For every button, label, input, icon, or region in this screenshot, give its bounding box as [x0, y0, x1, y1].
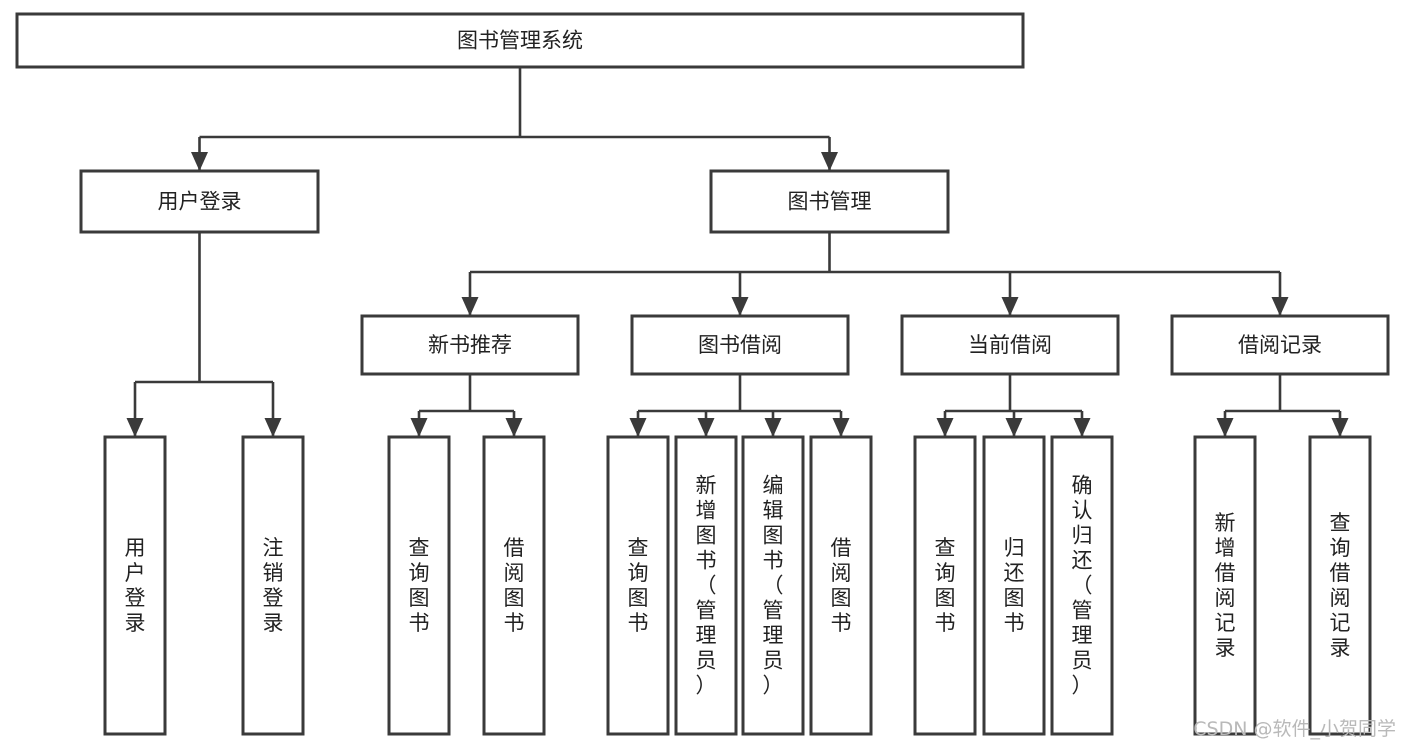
- node-box-book-management: [709, 169, 950, 234]
- node-box-new-book-recommend: [360, 314, 580, 376]
- node-book-borrow[interactable]: 图书借阅: [630, 314, 850, 376]
- arrow-head-icon: [1005, 418, 1023, 437]
- node-label-user-login: 用户登录: [158, 190, 242, 214]
- node-label-leaf-query-book-borrow: 查询图书: [628, 536, 649, 635]
- arrow-head-icon: [629, 418, 647, 437]
- connectors-layer: [126, 67, 1349, 437]
- node-leaf-confirm-return-admin[interactable]: 确认归还（管理员）: [1050, 435, 1114, 736]
- node-leaf-borrow-book-rec[interactable]: 借阅图书: [482, 435, 546, 736]
- arrow-head-icon: [731, 297, 749, 316]
- node-box-book-borrow: [630, 314, 850, 376]
- node-leaf-query-book-current[interactable]: 查询图书: [913, 435, 977, 736]
- node-label-leaf-query-borrow-record: 查询借阅记录: [1330, 511, 1351, 660]
- nodes-layer: 图书管理系统用户登录图书管理新书推荐图书借阅当前借阅借阅记录用户登录注销登录查询…: [15, 12, 1390, 736]
- arrow-head-icon: [1271, 297, 1289, 316]
- node-leaf-borrow-book[interactable]: 借阅图书: [809, 435, 873, 736]
- node-box-leaf-query-book-current: [913, 435, 977, 736]
- node-box-leaf-user-login: [103, 435, 167, 736]
- node-box-root: [15, 12, 1025, 69]
- arrow-head-icon: [1001, 297, 1019, 316]
- arrow-head-icon: [821, 152, 838, 171]
- arrow-head-icon: [832, 418, 850, 437]
- node-book-management[interactable]: 图书管理: [709, 169, 950, 234]
- node-label-leaf-user-logout: 注销登录: [263, 536, 284, 635]
- node-leaf-user-login[interactable]: 用户登录: [103, 435, 167, 736]
- csdn-watermark: CSDN @软件_小贺同学: [1193, 718, 1396, 740]
- arrow-head-icon: [697, 418, 715, 437]
- node-leaf-edit-book-admin[interactable]: 编辑图书（管理员）: [741, 435, 805, 736]
- arrow-head-icon: [764, 418, 782, 437]
- arrow-head-icon: [461, 297, 479, 316]
- node-new-book-recommend[interactable]: 新书推荐: [360, 314, 580, 376]
- node-box-leaf-add-borrow-record: [1193, 435, 1257, 736]
- node-label-leaf-return-book: 归还图书: [1004, 536, 1025, 635]
- node-label-leaf-edit-book-admin: 编辑图书（管理员）: [763, 474, 784, 698]
- node-label-leaf-borrow-book-rec: 借阅图书: [504, 536, 525, 635]
- arrow-head-icon: [126, 418, 144, 437]
- node-box-leaf-query-book-borrow: [606, 435, 670, 736]
- node-leaf-query-borrow-record[interactable]: 查询借阅记录: [1308, 435, 1372, 736]
- node-leaf-return-book[interactable]: 归还图书: [982, 435, 1046, 736]
- node-box-leaf-confirm-return-admin: [1050, 435, 1114, 736]
- arrow-head-icon: [936, 418, 954, 437]
- node-box-leaf-return-book: [982, 435, 1046, 736]
- node-label-leaf-user-login: 用户登录: [125, 536, 146, 635]
- node-box-leaf-borrow-book: [809, 435, 873, 736]
- node-box-leaf-borrow-book-rec: [482, 435, 546, 736]
- node-box-current-borrow: [900, 314, 1120, 376]
- node-label-book-management: 图书管理: [788, 190, 872, 214]
- node-box-leaf-add-book-admin: [674, 435, 738, 736]
- node-current-borrow[interactable]: 当前借阅: [900, 314, 1120, 376]
- node-label-book-borrow: 图书借阅: [698, 333, 782, 357]
- node-label-leaf-query-book-current: 查询图书: [935, 536, 956, 635]
- node-label-leaf-borrow-book: 借阅图书: [831, 536, 852, 635]
- node-leaf-query-book-rec[interactable]: 查询图书: [387, 435, 451, 736]
- node-user-login[interactable]: 用户登录: [79, 169, 320, 234]
- node-leaf-add-book-admin[interactable]: 新增图书（管理员）: [674, 435, 738, 736]
- arrow-head-icon: [505, 418, 523, 437]
- node-label-leaf-add-borrow-record: 新增借阅记录: [1215, 511, 1236, 660]
- node-label-root: 图书管理系统: [457, 29, 583, 53]
- node-box-leaf-query-borrow-record: [1308, 435, 1372, 736]
- node-box-leaf-user-logout: [241, 435, 305, 736]
- node-label-current-borrow: 当前借阅: [968, 333, 1052, 357]
- node-box-leaf-edit-book-admin: [741, 435, 805, 736]
- arrow-head-icon: [1073, 418, 1091, 437]
- node-box-borrow-records: [1170, 314, 1390, 376]
- node-label-borrow-records: 借阅记录: [1238, 333, 1322, 357]
- arrow-head-icon: [1331, 418, 1349, 437]
- node-leaf-user-logout[interactable]: 注销登录: [241, 435, 305, 736]
- node-label-new-book-recommend: 新书推荐: [428, 333, 512, 357]
- node-box-leaf-query-book-rec: [387, 435, 451, 736]
- arrow-head-icon: [191, 152, 208, 171]
- node-label-leaf-confirm-return-admin: 确认归还（管理员）: [1072, 474, 1093, 698]
- node-root[interactable]: 图书管理系统: [15, 12, 1025, 69]
- arrow-head-icon: [264, 418, 282, 437]
- node-label-leaf-query-book-rec: 查询图书: [409, 536, 430, 635]
- node-borrow-records[interactable]: 借阅记录: [1170, 314, 1390, 376]
- arrow-head-icon: [410, 418, 428, 437]
- arrow-head-icon: [1216, 418, 1234, 437]
- node-label-leaf-add-book-admin: 新增图书（管理员）: [696, 474, 717, 698]
- node-leaf-add-borrow-record[interactable]: 新增借阅记录: [1193, 435, 1257, 736]
- node-box-user-login: [79, 169, 320, 234]
- node-leaf-query-book-borrow[interactable]: 查询图书: [606, 435, 670, 736]
